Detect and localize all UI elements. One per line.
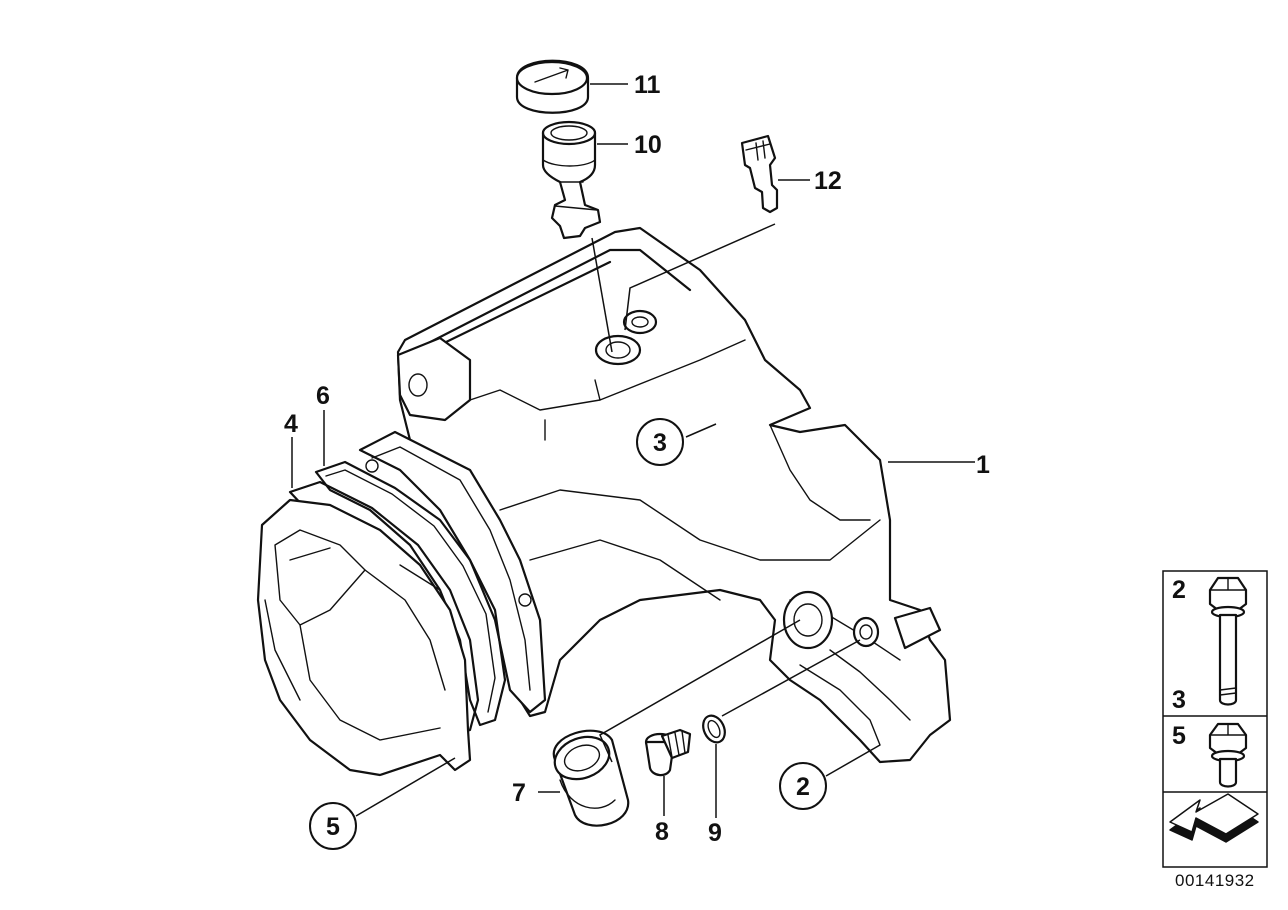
direction-arrow-icon — [1169, 793, 1259, 843]
callout-3: 3 — [653, 429, 667, 457]
callout-11: 11 — [634, 71, 661, 99]
callout-2: 2 — [796, 773, 810, 801]
short-bolt-icon — [1208, 722, 1248, 788]
callout-2-circle — [779, 762, 827, 810]
seal-ring-part-7[interactable] — [549, 729, 630, 827]
callout-10: 10 — [634, 131, 662, 159]
callout-12: 12 — [814, 167, 842, 195]
diagram-part-code: 00141932 — [1175, 871, 1255, 890]
cap-part-11[interactable] — [515, 59, 590, 114]
callout-7: 7 — [512, 779, 526, 807]
o-ring-part-9[interactable] — [699, 712, 729, 746]
callout-9: 9 — [708, 819, 722, 847]
cover-part[interactable] — [256, 498, 472, 777]
callout-4: 4 — [284, 410, 298, 438]
legend-label-2: 2 — [1172, 576, 1186, 604]
callout-6: 6 — [316, 382, 330, 410]
leader-lines — [291, 83, 975, 818]
callout-8: 8 — [655, 818, 669, 846]
callouts: 11 10 12 1 4 6 7 8 9 3 2 5 — [284, 71, 990, 850]
long-bolt-icon — [1208, 576, 1248, 706]
plug-screw-part-8[interactable] — [644, 728, 692, 777]
callout-5: 5 — [326, 813, 340, 841]
legend-label-5: 5 — [1172, 722, 1186, 750]
callout-1: 1 — [976, 451, 990, 479]
callout-5-circle — [309, 802, 357, 850]
filler-tube-part-10[interactable] — [541, 120, 602, 240]
legend-panel: 2 3 5 — [1162, 570, 1268, 868]
legend-label-3: 3 — [1172, 686, 1186, 714]
gasket-part-6[interactable] — [314, 460, 507, 727]
callout-3-circle — [636, 418, 684, 466]
sensor-part-12[interactable] — [740, 134, 779, 214]
housing-part-1[interactable] — [358, 226, 952, 764]
